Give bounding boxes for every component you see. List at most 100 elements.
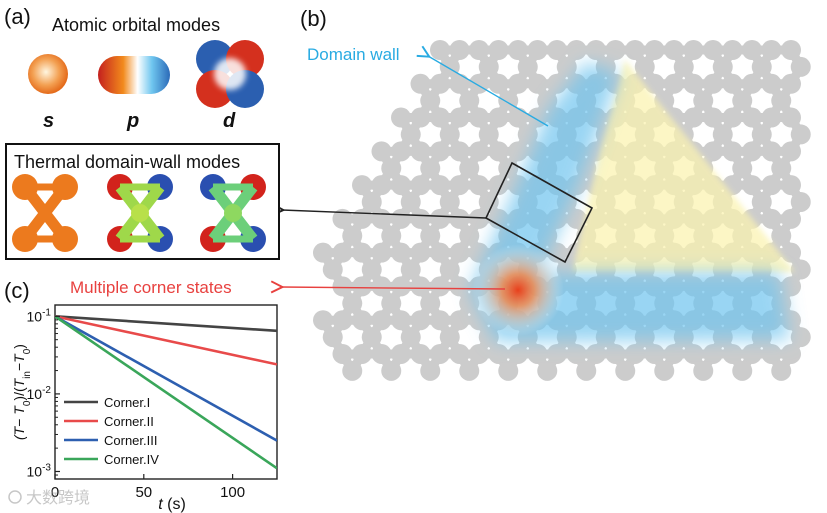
lattice-site [449, 276, 470, 297]
lattice-site [371, 208, 392, 229]
lattice-site [742, 107, 762, 128]
lattice-site [371, 310, 392, 331]
x-tick-label: 50 [135, 484, 152, 501]
lattice-site [478, 191, 499, 212]
lattice-site [654, 360, 675, 381]
lattice-site [459, 225, 480, 246]
thermal-modes-title: Thermal domain-wall modes [14, 152, 240, 172]
thermal-mode-2-icon [107, 174, 173, 252]
lattice-site [556, 56, 577, 77]
lattice-site [449, 175, 470, 196]
series-line-corner-iv [55, 315, 277, 470]
lattice-site [352, 343, 372, 364]
lattice-site [703, 107, 723, 128]
lattice-site [400, 259, 421, 280]
lattice-site [488, 343, 509, 364]
lattice-site [410, 242, 431, 263]
lattice-site [790, 124, 811, 145]
lattice-site [751, 124, 772, 145]
lattice-site [469, 73, 489, 94]
lattice-site [761, 141, 782, 162]
lattice-site [430, 175, 450, 196]
lattice-site [420, 225, 441, 246]
lattice-site [361, 191, 382, 212]
y-tick-label: 10-2 [27, 385, 52, 402]
lattice-site [761, 73, 782, 94]
lattice-site [469, 242, 489, 263]
y-tick-label: 10-1 [27, 307, 52, 324]
corner-states-label: Multiple corner states [70, 278, 232, 297]
lattice-site [751, 191, 772, 212]
lattice-site [313, 310, 333, 331]
lattice-site [410, 310, 431, 331]
lattice-site [683, 73, 704, 94]
lattice-site [400, 191, 421, 212]
lattice-site [781, 107, 801, 128]
s-orbital-icon [28, 54, 68, 94]
lattice-site [371, 276, 392, 297]
y-ticks: 10-110-210-3 [27, 307, 60, 480]
yellow-triangle-region [572, 60, 795, 272]
lattice-site [469, 141, 489, 162]
lattice-site [615, 360, 636, 381]
y-axis-label: (T− T0)/(Tin−T0) [11, 344, 33, 440]
orbital-modes-title: Atomic orbital modes [52, 15, 220, 35]
lattice-site [703, 141, 723, 162]
lattice-site [352, 175, 372, 196]
lattice-site [430, 73, 450, 94]
lattice-site [693, 360, 714, 381]
lattice-site [781, 242, 801, 263]
lattice-site [352, 208, 372, 229]
lattice-site [459, 158, 480, 179]
lattice-site [352, 310, 372, 331]
lattice-site [644, 73, 665, 94]
lattice-site [332, 343, 353, 364]
lattice-site [322, 327, 343, 348]
lattice-site [664, 343, 684, 364]
legend-label: Corner.III [104, 433, 157, 448]
lattice-site [605, 343, 626, 364]
plot-area [54, 304, 278, 480]
lattice-site [488, 73, 509, 94]
lattice-site [683, 40, 704, 60]
lattice-site [683, 343, 704, 364]
legend-label: Corner.I [104, 395, 150, 410]
lattice-site [449, 107, 470, 128]
lattice-site [391, 107, 411, 128]
lattice-site [742, 40, 762, 60]
lattice-site [790, 259, 811, 280]
lattice-site [586, 40, 606, 60]
lattice-site [361, 259, 382, 280]
lattice-site [439, 259, 460, 280]
lattice-site [410, 107, 431, 128]
lattice-site [430, 208, 450, 229]
x-tick-label: 100 [220, 484, 245, 501]
lattice-site [547, 40, 567, 60]
lattice-site [508, 343, 528, 364]
lattice-site [781, 40, 801, 60]
s-orbital-label: s [43, 110, 54, 132]
lattice-site [439, 191, 460, 212]
watermark: 大数跨境 [8, 488, 90, 507]
p-orbital-icon [98, 56, 170, 94]
lattice-site [449, 141, 470, 162]
lattice-site [742, 175, 762, 196]
panel-b-label: (b) [300, 6, 327, 31]
corner-state-arrow [281, 287, 506, 289]
lattice-site [478, 56, 499, 77]
lattice-site [371, 343, 392, 364]
lattice-site [790, 56, 811, 77]
lattice-site [449, 40, 470, 60]
lattice-site [664, 73, 684, 94]
lattice-site [459, 90, 480, 111]
lattice-site [381, 293, 402, 314]
p-orbital-label: p [126, 110, 139, 132]
lattice-site [430, 276, 450, 297]
lattice-site [771, 158, 792, 179]
lattice-site [439, 124, 460, 145]
lattice-site [420, 90, 441, 111]
panel-c-label: (c) [4, 278, 30, 303]
lattice-site [771, 90, 792, 111]
